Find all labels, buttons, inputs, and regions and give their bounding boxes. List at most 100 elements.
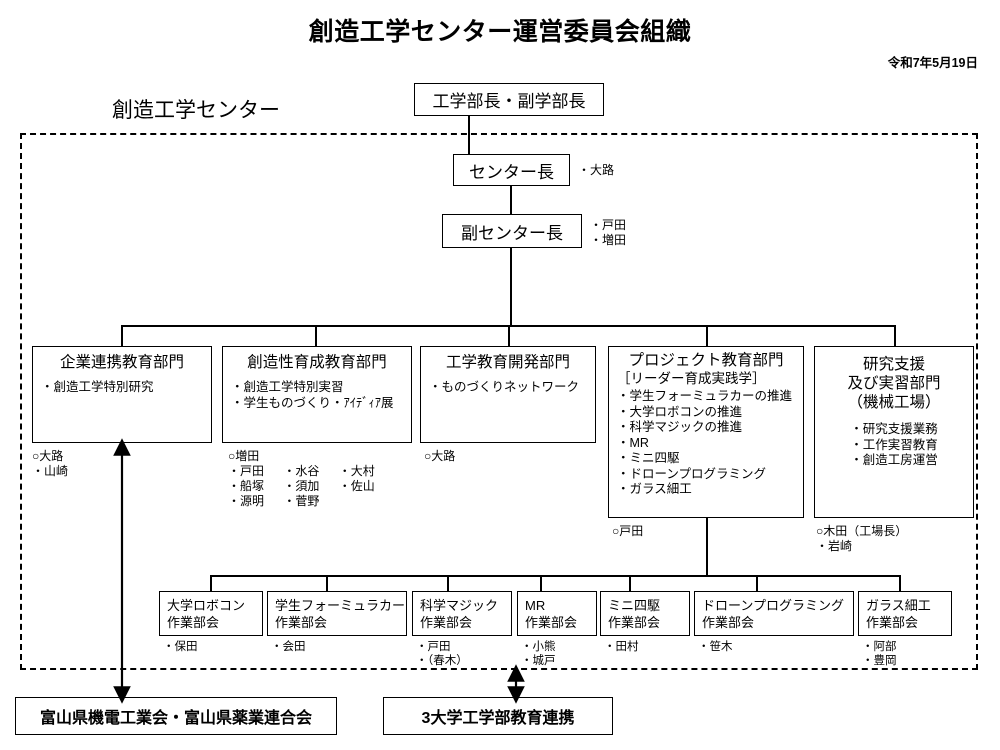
connector-vice-to-bus: [510, 248, 512, 326]
wg-line-1: 学生フォーミュラカー: [275, 598, 406, 613]
connector-bus-to-dept-2: [315, 325, 317, 346]
dept-title: 工学教育開発部門: [445, 354, 570, 371]
dept-item: ・MR: [617, 435, 649, 450]
page-title: 創造工学センター運営委員会組織: [308, 18, 692, 46]
member: ・源明: [228, 494, 265, 508]
member: ・笹木: [698, 641, 733, 653]
dept-item: ・創造工学特別研究: [41, 380, 154, 394]
wg-members-mr: ・小熊 ・城戸: [521, 640, 556, 668]
dept-item: ・研究支援業務: [850, 422, 938, 436]
dept-title: 研究支援: [862, 356, 925, 373]
member-row: ・山崎: [32, 464, 84, 479]
wg-members-science-magic: ・戸田 ・（春木）: [416, 640, 468, 668]
external-box-three-universities: 3大学工学部教育連携: [383, 697, 613, 735]
dept-members-creativity-education: ○増田 ・戸田 ・水谷 ・大村 ・船塚 ・須加 ・佐山 ・源明 ・菅野: [228, 449, 391, 509]
member: ○大路: [424, 449, 456, 463]
dept-box-project-education: プロジェクト教育部門 ［リーダー育成実践学］ ・学生フォーミュラカーの推進 ・大…: [608, 346, 804, 518]
member: ・会田: [271, 641, 306, 653]
vice-director-members: ・戸田 ・増田: [590, 218, 626, 248]
member: ・菅野: [283, 494, 320, 508]
member-row: ○大路: [424, 449, 476, 464]
dept-item: ・創造工学特別実習: [231, 380, 344, 394]
dept-item: ・大学ロボコンの推進: [617, 404, 743, 419]
working-group-bus: [211, 575, 901, 577]
member: ・山崎: [32, 464, 69, 478]
dept-members-corporate-collab: ○大路 ・山崎: [32, 449, 84, 479]
connector-bus-to-wg-1: [210, 575, 212, 591]
member: ・船塚: [228, 479, 265, 493]
wg-line-2: 作業部会: [702, 615, 755, 630]
wg-line-2: 作業部会: [167, 615, 220, 630]
member: ・大村: [338, 464, 375, 478]
center-director-members: ・大路: [578, 163, 615, 177]
member: ・阿部: [862, 641, 897, 653]
dept-item: ・ミニ四駆: [617, 451, 680, 465]
dept-title: 企業連携教育部門: [59, 354, 184, 371]
dept-subtitle-2: （機械工場）: [847, 394, 941, 411]
connector-bus-to-dept-3: [508, 325, 510, 346]
dept-item: ・ものづくりネットワーク: [429, 380, 580, 394]
member: ・（春木）: [416, 655, 468, 667]
node-dean: 工学部長・副学部長: [414, 83, 604, 116]
dept-item: ・科学マジックの推進: [617, 420, 743, 434]
member-row: ・源明 ・菅野: [228, 494, 391, 509]
wg-box-robocon: 大学ロボコン 作業部会: [159, 591, 263, 636]
member-row: ○木田（工場長）: [816, 524, 907, 539]
dept-subtitle: ［リーダー育成実践学］: [617, 371, 766, 386]
dept-items: ・学生フォーミュラカーの推進 ・大学ロボコンの推進 ・科学マジックの推進 ・MR…: [617, 389, 795, 498]
member: ・戸田: [228, 464, 265, 478]
connector-bus-to-wg-2: [326, 575, 328, 591]
member: ・須加: [283, 479, 320, 493]
dept-box-engineering-education-dev: 工学教育開発部門 ・ものづくりネットワーク: [420, 346, 596, 443]
member: ○大路: [32, 449, 64, 463]
wg-box-mr: MR 作業部会: [517, 591, 597, 636]
connector-bus-to-wg-4: [540, 575, 542, 591]
wg-line-2: 作業部会: [420, 615, 473, 630]
connector-bus-to-dept-5: [894, 325, 896, 346]
dept-box-creativity-education: 創造性育成教育部門 ・創造工学特別実習 ・学生ものづくり・ｱｲﾃﾞｨｱ展: [222, 346, 412, 443]
member: ・田村: [604, 641, 639, 653]
dept-title: プロジェクト教育部門: [628, 352, 784, 369]
connector-project-to-wg-bus: [706, 518, 708, 575]
member: ○増田: [228, 449, 260, 463]
member-row: ○増田: [228, 449, 391, 464]
wg-members-robocon: ・保田: [163, 640, 198, 654]
dept-members-project-education: ○戸田: [612, 524, 664, 539]
member-row: ○戸田: [612, 524, 664, 539]
center-boundary-label: 創造工学センター: [112, 99, 280, 122]
wg-line-1: MR: [525, 598, 546, 613]
dept-members-research-support: ○木田（工場長） ・岩崎: [816, 524, 907, 554]
dept-members-engineering-education-dev: ○大路: [424, 449, 476, 464]
dept-item: ・ドローンプログラミング: [617, 466, 767, 481]
wg-line-1: 科学マジック: [420, 598, 499, 613]
wg-members-drone: ・笹木: [698, 640, 733, 654]
member-row: ・岩崎: [816, 539, 907, 554]
wg-box-science-magic: 科学マジック 作業部会: [412, 591, 512, 636]
wg-line-2: 作業部会: [866, 615, 919, 630]
wg-line-1: 大学ロボコン: [167, 598, 246, 613]
wg-members-mini4wd: ・田村: [604, 640, 639, 654]
dept-items: ・ものづくりネットワーク: [429, 380, 587, 396]
member: ・城戸: [521, 655, 556, 667]
connector-bus-to-dept-4: [706, 325, 708, 346]
connector-dean-to-director: [468, 116, 470, 154]
member: ・佐山: [338, 479, 375, 493]
wg-members-formula: ・会田: [271, 640, 306, 654]
dept-item: ・学生ものづくり・ｱｲﾃﾞｨｱ展: [231, 395, 394, 410]
wg-line-1: ガラス細工: [866, 598, 931, 613]
member: ・水谷: [283, 464, 320, 478]
dept-box-research-support: 研究支援 及び実習部門 （機械工場） ・研究支援業務 ・工作実習教育 ・創造工房…: [814, 346, 974, 518]
member-row: ○大路: [32, 449, 84, 464]
connector-bus-to-wg-6: [756, 575, 758, 591]
member: ・岩崎: [816, 539, 853, 553]
node-vice-director: 副センター長: [442, 214, 582, 248]
connector-bus-to-wg-3: [447, 575, 449, 591]
wg-line-2: 作業部会: [525, 615, 578, 630]
member: ・豊岡: [862, 655, 897, 667]
external-box-industry-assoc: 富山県機電工業会・富山県薬業連合会: [15, 697, 337, 735]
connector-bus-to-wg-5: [629, 575, 631, 591]
wg-box-formula: 学生フォーミュラカー 作業部会: [267, 591, 407, 636]
wg-box-drone: ドローンプログラミング 作業部会: [694, 591, 854, 636]
dept-subtitle: 及び実習部門: [847, 375, 941, 392]
